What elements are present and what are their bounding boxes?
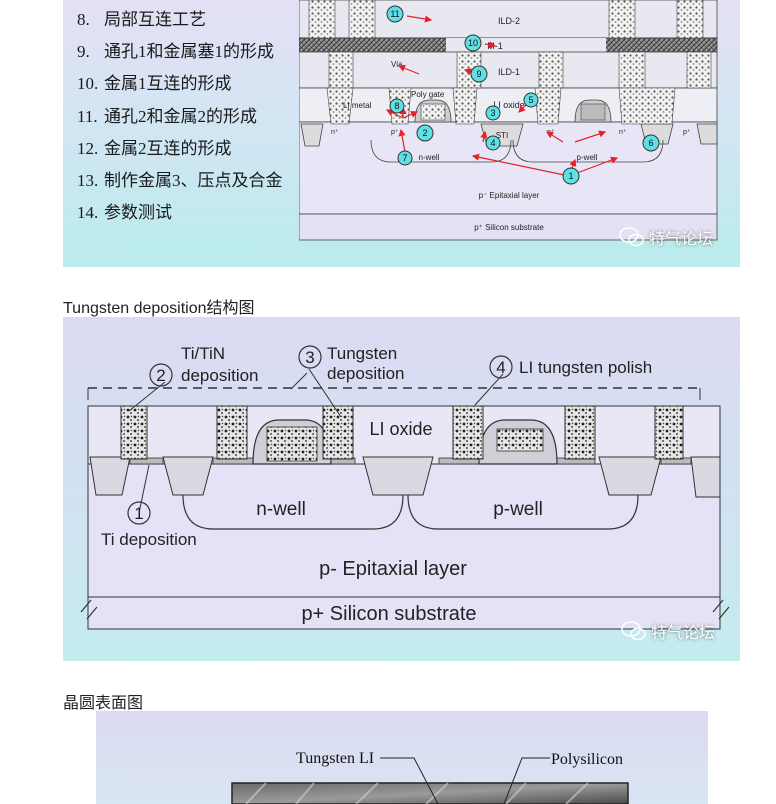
- marker-6: 6: [642, 134, 660, 152]
- tungsten-plug: [120, 405, 148, 460]
- li-oxide-label: LI oxide: [369, 419, 432, 439]
- n-well-label: n-well: [256, 499, 306, 520]
- svg-text:3: 3: [305, 348, 314, 367]
- marker-5: 5: [523, 92, 539, 108]
- ti-tin-label: Ti/TiN: [181, 344, 225, 363]
- list-item: 8.局部互连工艺: [77, 10, 206, 29]
- tungsten-plug: [322, 405, 354, 460]
- tungsten-li-label: Tungsten LI: [296, 750, 374, 767]
- process-steps-list: 8.局部互连工艺 9.通孔1和金属塞1的形成 10.金属1互连的形成 11.通孔…: [77, 4, 283, 229]
- svg-text:9: 9: [476, 69, 481, 79]
- marker-11: 11: [386, 5, 404, 23]
- svg-text:8: 8: [394, 101, 399, 111]
- n-plus-label: n⁺: [331, 129, 339, 136]
- svg-text:4: 4: [496, 358, 505, 377]
- list-item: 10.金属1互连的形成: [77, 74, 232, 94]
- svg-text:10: 10: [468, 38, 478, 48]
- n-plus-label: n⁺: [619, 129, 627, 136]
- list-item: 14.参数测试: [77, 203, 172, 223]
- epi-label: p- Epitaxial layer: [319, 558, 467, 580]
- markers: 11 10 9 8 5 3 2 4 6 7 1: [386, 5, 660, 185]
- svg-text:2: 2: [156, 366, 165, 385]
- callout-1: 1: [127, 501, 151, 525]
- via-label: Via: [391, 60, 403, 69]
- p-well-label: p-well: [493, 499, 543, 520]
- ild2-label: ILD-2: [498, 16, 520, 26]
- substrate-label: p+ Silicon substrate: [301, 603, 476, 625]
- svg-text:6: 6: [648, 138, 653, 148]
- tungsten-plug: [564, 405, 596, 460]
- tungsten-deposition-panel: 1 2 3 4 Ti deposition Ti/TiN deposition …: [63, 317, 740, 661]
- ti-deposition-label: Ti deposition: [101, 530, 197, 549]
- svg-text:3: 3: [490, 108, 495, 118]
- svg-text:1: 1: [568, 171, 573, 181]
- sem-image: Tungsten LI Polysilicon: [231, 750, 629, 804]
- svg-text:2: 2: [422, 128, 427, 138]
- svg-text:5: 5: [528, 95, 533, 105]
- marker-3: 3: [485, 105, 501, 121]
- tungsten-deposition-label: deposition: [327, 364, 405, 383]
- wafer-sem-panel: Tungsten LI Polysilicon: [96, 711, 708, 804]
- li-metal-label: LI metal: [343, 101, 372, 110]
- wafer-caption: 晶圆表面图: [63, 695, 144, 712]
- tungsten-deposition-diagram: 1 2 3 4 Ti deposition Ti/TiN deposition …: [80, 344, 730, 630]
- epi-label: p⁻ Epitaxial layer: [479, 191, 540, 200]
- watermark: 特气论坛: [621, 619, 715, 643]
- marker-2: 2: [416, 124, 434, 142]
- callout-4: 4: [489, 355, 513, 379]
- marker-10: 10: [464, 34, 482, 52]
- polysilicon-label: Polysilicon: [551, 751, 623, 768]
- cmos-cross-section-diagram: ILD-2 M-1 ILD-1 LI oxide p⁻ Epitaxial la…: [299, 0, 718, 241]
- svg-text:1: 1: [134, 504, 143, 523]
- p-well-label: p-well: [577, 153, 598, 162]
- list-item: 12.金属2互连的形成: [77, 138, 232, 158]
- tungsten-label: Tungsten: [327, 344, 397, 363]
- ti-tin-deposition-label: deposition: [181, 366, 259, 385]
- substrate-label: p⁺ Silicon substrate: [474, 223, 544, 232]
- p-plus-label: p⁺: [683, 129, 691, 136]
- callout-3: 3: [298, 345, 322, 369]
- list-item: 13.制作金属3、压点及合金: [77, 170, 283, 190]
- list-item: 11.通孔2和金属2的形成: [77, 106, 257, 126]
- svg-text:7: 7: [402, 153, 407, 163]
- marker-4: 4: [485, 135, 501, 151]
- sti-label: STI: [496, 131, 508, 140]
- process-steps-panel: 8.局部互连工艺 9.通孔1和金属塞1的形成 10.金属1互连的形成 11.通孔…: [63, 0, 740, 267]
- marker-7: 7: [397, 150, 413, 166]
- tungsten-plug: [216, 405, 248, 460]
- svg-text:11: 11: [390, 9, 399, 19]
- p-plus-label: p⁺: [391, 129, 399, 136]
- marker-1: 1: [562, 167, 580, 185]
- tungsten-plug: [654, 405, 684, 460]
- sem-photo: [231, 782, 629, 804]
- wechat-icon: [621, 621, 646, 641]
- svg-text:4: 4: [490, 138, 495, 148]
- list-item: 9.通孔1和金属塞1的形成: [77, 42, 274, 62]
- tungsten-caption: Tungsten deposition结构图: [63, 300, 255, 317]
- tungsten-plug: [452, 405, 484, 460]
- ild1-label: ILD-1: [498, 67, 520, 77]
- li-oxide-label: LI oxide: [493, 100, 525, 110]
- wechat-icon: [619, 227, 644, 247]
- marker-8: 8: [389, 98, 405, 114]
- callout-2: 2: [149, 363, 173, 387]
- watermark: 特气论坛: [619, 225, 713, 249]
- poly-gate-label: Poly gate: [411, 90, 445, 99]
- li-tungsten-polish-label: LI tungsten polish: [519, 358, 652, 377]
- n-well-label: n-well: [419, 153, 440, 162]
- marker-9: 9: [470, 65, 488, 83]
